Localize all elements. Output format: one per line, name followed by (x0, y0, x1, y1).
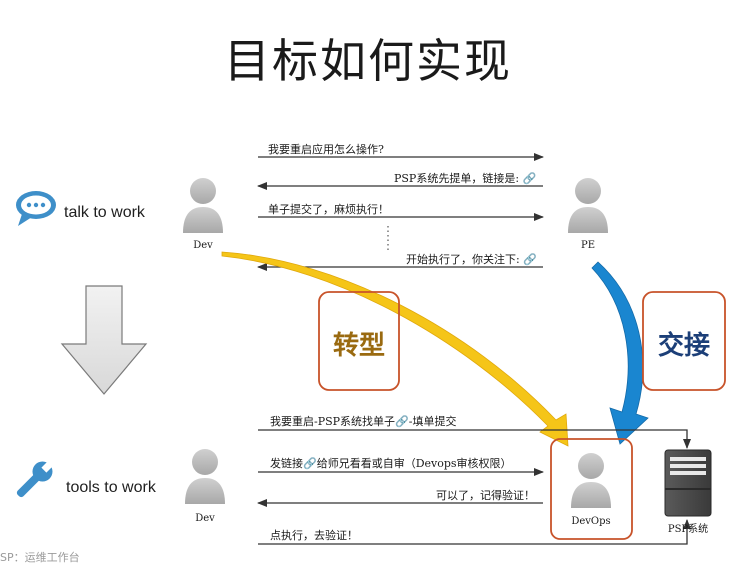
dev-top-name: Dev (193, 240, 213, 251)
dev-bottom-name: Dev (195, 513, 215, 524)
transform-label: 转型 (332, 331, 385, 361)
talk-to-work-label: talk to work (64, 204, 145, 221)
top-msg-3: 单子提交了，麻烦执行！ (268, 203, 389, 216)
handover-label: 交接 (657, 331, 710, 361)
bottom-msg-1: 我要重启-PSP系统找单子🔗-填单提交 (270, 415, 457, 428)
footer-source: SP：运维工作台 (0, 551, 80, 564)
bottom-msg-3: 可以了，记得验证！ (436, 489, 535, 502)
person-icon-dev-top (183, 178, 223, 233)
person-icon-pe (568, 178, 608, 233)
top-msg-1: 我要重启应用怎么操作? (268, 143, 384, 156)
wrench-icon (16, 459, 55, 498)
devops-box (550, 438, 633, 540)
devops-name: DevOps (571, 516, 611, 527)
pe-name: PE (580, 240, 596, 251)
handover-box (642, 291, 726, 391)
tools-to-work-label: tools to work (66, 479, 156, 496)
server-icon (664, 449, 712, 517)
bottom-msg-2: 发链接🔗给师兄看看或自审（Devops审核权限） (270, 457, 512, 470)
person-icon-dev-bottom (185, 449, 225, 504)
bottom-msg-arrow-1 (258, 429, 691, 449)
handover-arrow (591, 261, 649, 445)
transform-arrow (221, 251, 569, 447)
person-icon-devops (571, 453, 611, 508)
down-arrow-icon (60, 285, 148, 395)
bottom-msg-4: 点执行，去验证！ (270, 529, 358, 542)
speech-bubble-icon (16, 191, 56, 226)
top-msg-4: 开始执行了，你关注下: 🔗 (406, 253, 537, 266)
bottom-msg-arrow-4 (258, 519, 691, 545)
page-title: 目标如何实现 (224, 34, 512, 88)
top-msg-2: PSP系统先提单，链接是: 🔗 (394, 172, 537, 185)
transform-box (318, 291, 400, 391)
psp-system-name: PSP系统 (667, 524, 709, 535)
